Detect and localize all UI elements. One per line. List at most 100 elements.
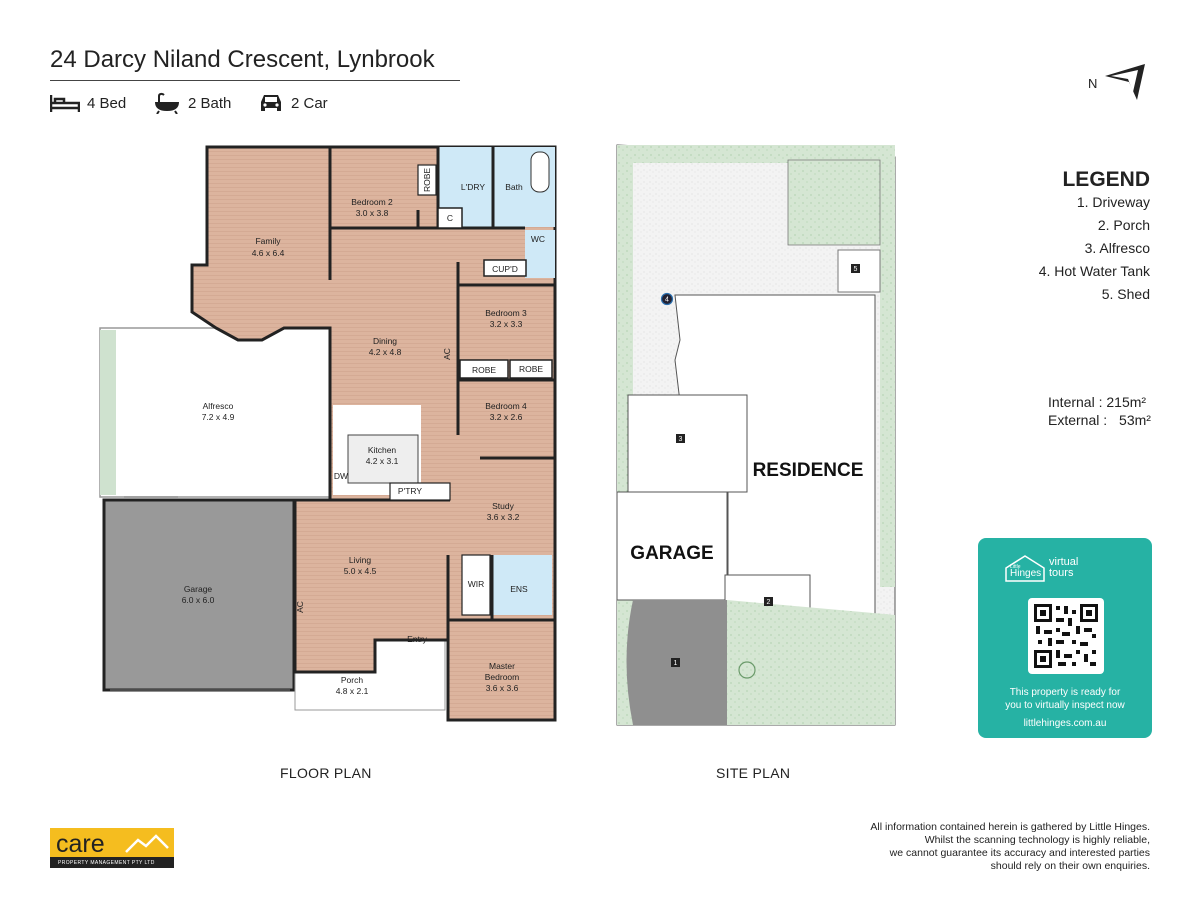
room-study-size: 3.6 x 3.2 xyxy=(487,512,520,522)
car-icon xyxy=(261,95,281,111)
feature-bed-label: 4 Bed xyxy=(87,94,127,112)
compass-arrow-icon xyxy=(1105,64,1146,100)
external-area: External : 53m² xyxy=(1048,412,1151,428)
floor-plan: Family 4.6 x 6.4 Bedroom 2 3.0 x 3.8 ROB… xyxy=(99,145,557,722)
logo-strip: PROPERTY MANAGEMENT PTY LTD xyxy=(50,857,174,868)
room-family-name: Family xyxy=(255,236,281,246)
room-bedroom3-size: 3.2 x 3.3 xyxy=(490,319,523,329)
disclaimer-line-4: should rely on their own enquiries. xyxy=(990,860,1150,872)
room-alfresco-size: 7.2 x 4.9 xyxy=(202,412,235,422)
room-wir: WIR xyxy=(468,579,485,589)
room-dining-size: 4.2 x 4.8 xyxy=(369,347,402,357)
disclaimer-line-2: Whilst the scanning technology is highly… xyxy=(924,834,1150,846)
legend-item-porch: 2. Porch xyxy=(1097,217,1150,233)
qr-code-icon xyxy=(1034,604,1098,668)
internal-area-label: Internal xyxy=(1048,394,1095,410)
room-bath: Bath xyxy=(505,182,523,192)
legend-item-alfresco: 3. Alfresco xyxy=(1084,240,1150,256)
room-dining-name: Dining xyxy=(373,336,397,346)
room-wc: WC xyxy=(531,234,545,244)
room-master-name-2: Bedroom xyxy=(485,672,520,682)
marker-1: 1 xyxy=(674,660,678,667)
room-robe-bed3: ROBE xyxy=(472,365,496,375)
room-garage-name: Garage xyxy=(184,584,213,594)
brand-name: Hinges xyxy=(1010,568,1042,579)
room-ens: ENS xyxy=(510,584,528,594)
legend-item-driveway: 1. Driveway xyxy=(1076,194,1150,210)
logo-subtitle: PROPERTY MANAGEMENT PTY LTD xyxy=(58,860,155,866)
house-icon xyxy=(1005,555,1045,582)
room-laundry: L'DRY xyxy=(461,182,485,192)
feature-car: 2 Car xyxy=(258,92,328,114)
north-label: N xyxy=(1088,75,1098,91)
room-ac-dining: AC xyxy=(442,348,452,360)
room-bedroom2-name: Bedroom 2 xyxy=(351,197,393,207)
room-bedroom2-size: 3.0 x 3.8 xyxy=(356,208,389,218)
room-kitchen-size: 4.2 x 3.1 xyxy=(366,456,399,466)
site-plan-caption: SITE PLAN xyxy=(716,765,791,781)
marker-3: 3 xyxy=(679,436,683,443)
little-hinges-logo: Little Hinges virtual tours xyxy=(1004,554,1078,582)
floor-plan-caption: FLOOR PLAN xyxy=(280,765,372,781)
north-compass: N xyxy=(1088,62,1147,104)
disclaimer-line-1: All information contained herein is gath… xyxy=(870,821,1150,833)
room-ac-living: AC xyxy=(295,601,305,613)
marker-4: 4 xyxy=(665,297,669,304)
room-family-size: 4.6 x 6.4 xyxy=(252,248,285,258)
bath-icon xyxy=(155,92,179,114)
virtual-tour-line-1: This property is ready for xyxy=(1009,687,1121,698)
room-bedroom3-name: Bedroom 3 xyxy=(485,308,527,318)
room-study-name: Study xyxy=(492,501,514,511)
virtual-tour-url[interactable]: littlehinges.com.au xyxy=(1023,718,1107,729)
room-cupd: CUP'D xyxy=(492,264,518,274)
room-bedroom4-name: Bedroom 4 xyxy=(485,401,527,411)
legend-title: LEGEND xyxy=(1062,168,1150,191)
room-alfresco-name: Alfresco xyxy=(203,401,234,411)
internal-area-value: : 215m² xyxy=(1098,394,1147,410)
external-area-label: External : xyxy=(1048,412,1108,428)
brand-small: Little xyxy=(1010,564,1021,570)
residence-label: RESIDENCE xyxy=(753,460,864,481)
room-master-name: Master xyxy=(489,661,515,671)
room-garage-size: 6.0 x 6.0 xyxy=(182,595,215,605)
room-porch-size: 4.8 x 2.1 xyxy=(336,686,369,696)
external-area-value: 53m² xyxy=(1119,412,1151,428)
bed-icon xyxy=(50,95,80,112)
room-bedroom4-size: 3.2 x 2.6 xyxy=(490,412,523,422)
virtual-tour-card[interactable]: Little Hinges virtual tours This xyxy=(978,538,1152,738)
internal-area: Internal : 215m² xyxy=(1048,394,1146,410)
feature-bath: 2 Bath xyxy=(153,92,231,114)
room-pantry: P'TRY xyxy=(398,486,422,496)
marker-2: 2 xyxy=(767,599,771,606)
qr-code[interactable] xyxy=(1028,598,1104,674)
garage-label: GARAGE xyxy=(630,543,713,564)
room-entry: Entry xyxy=(407,634,428,644)
room-master-size: 3.6 x 3.6 xyxy=(486,683,519,693)
logo-word: care xyxy=(56,830,105,858)
property-address: 24 Darcy Niland Crescent, Lynbrook xyxy=(50,46,435,73)
feature-car-label: 2 Car xyxy=(291,94,328,112)
room-living-size: 5.0 x 4.5 xyxy=(344,566,377,576)
legend-item-hot-water-tank: 4. Hot Water Tank xyxy=(1038,263,1150,279)
room-robe-bed4: ROBE xyxy=(519,364,543,374)
site-plan: RESIDENCE GARAGE 1 2 3 4 5 xyxy=(616,144,896,726)
room-porch-name: Porch xyxy=(341,675,363,685)
brand-tag-1: virtual xyxy=(1049,556,1079,568)
room-c: C xyxy=(447,213,453,223)
legend-item-shed: 5. Shed xyxy=(1101,286,1150,302)
virtual-tour-message: This property is ready for you to virtua… xyxy=(978,686,1152,712)
marker-5: 5 xyxy=(854,266,858,273)
disclaimer-line-3: we cannot guarantee its accuracy and int… xyxy=(889,847,1150,859)
disclaimer: All information contained herein is gath… xyxy=(820,821,1150,873)
care-property-logo: care PROPERTY MANAGEMENT PTY LTD xyxy=(50,828,174,868)
title-divider xyxy=(50,80,460,81)
feature-bed: 4 Bed xyxy=(50,92,126,114)
room-kitchen-name: Kitchen xyxy=(368,445,397,455)
room-dw: DW xyxy=(334,471,348,481)
room-living-name: Living xyxy=(349,555,371,565)
roof-icon xyxy=(125,834,169,853)
feature-bath-label: 2 Bath xyxy=(188,94,232,112)
room-robe-bed2: ROBE xyxy=(422,168,432,192)
brand-tag-2: tours xyxy=(1049,567,1074,579)
virtual-tour-line-2: you to virtually inspect now xyxy=(1005,700,1125,711)
